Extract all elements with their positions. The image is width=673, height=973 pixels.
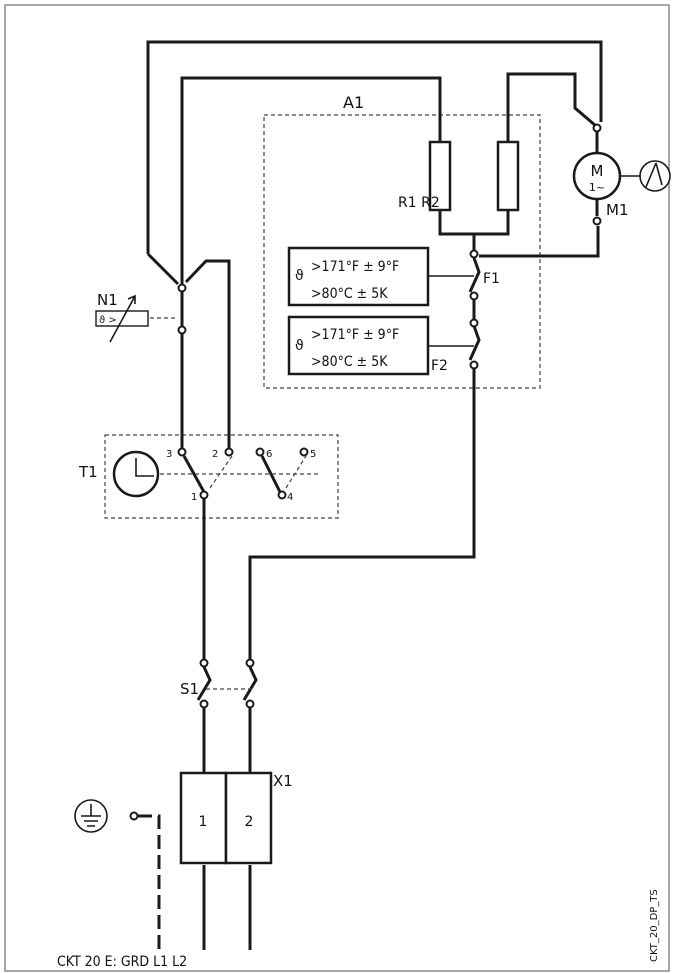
label-motor-phase: 1~ [589,181,605,194]
wire-top-outer [146,40,603,254]
terminals [129,123,602,821]
thermostat-f1-line2: >80°C ± 5K [311,286,388,302]
label-n1: N1 [97,291,118,309]
terminal-block-label-1: 1 [199,814,208,830]
supply-label: CKT 20 E: GRD L1 L2 [57,954,187,970]
timer-terminal-5: 5 [310,449,316,460]
thermostat-f2-box [287,315,430,376]
label-x1: X1 [273,772,293,790]
wire-n1-right-diagonal [184,259,231,448]
switch-f2 [468,325,481,361]
thermostat-f2-symbol: ϑ [295,338,304,354]
thermostat-f2-line1: >171°F ± 9°F [311,327,399,343]
thermostat-f1-symbol: ϑ [295,268,304,284]
wire-r-bottom [438,210,510,236]
resistor-r2 [496,140,520,212]
timer-terminal-2: 2 [212,449,218,460]
wire-f2-down [248,368,476,660]
enclosure-t1 [104,434,339,519]
fan-blade-icon [645,162,663,188]
timer-clock-hands [135,458,154,477]
switch-t1-a [182,455,206,493]
terminal-block-label-2: 2 [245,814,254,830]
n1-sensor-text: ϑ > [99,315,117,326]
enclosure-a1 [263,114,541,389]
timer-terminal-3: 3 [166,449,172,460]
thermostat-f1-line1: >171°F ± 9°F [311,259,399,275]
resistor-r1 [428,140,452,212]
label-t1: T1 [78,463,98,481]
wire-ground [138,814,161,950]
terminal-block-x1-1 [179,771,228,865]
timer-terminal-6: 6 [266,449,272,460]
label-m1: M1 [606,201,629,219]
wire-r2-top [506,72,597,142]
drawing-id: CKT_20_DP_TS [649,889,660,962]
wire-m1-return [479,226,600,258]
wire-n1-left-diagonal [146,252,180,286]
label-a1: A1 [343,93,364,112]
thermostat-f2-line2: >80°C ± 5K [311,354,388,370]
link-t1-diagonal-b [285,455,307,489]
label-motor-m: M [591,162,604,180]
switch-t1-b [260,455,282,493]
diagram-frame [4,4,670,972]
label-f1: F1 [483,271,500,287]
label-s1: S1 [180,680,199,698]
switch-f1 [468,257,481,293]
timer-terminal-4: 4 [287,492,293,503]
terminal-block-x1-2 [224,771,273,865]
ground-icon-lines [81,804,101,827]
link-t1-diagonal-a [209,455,233,489]
wire-top-inner [180,76,442,286]
label-r1r2: R1 R2 [398,195,440,211]
thermostat-f1-box [287,246,430,307]
label-f2: F2 [431,358,448,374]
timer-terminal-1: 1 [191,492,197,503]
switch-s1-b [242,666,258,701]
n1-adjust-arrow-icon [109,294,136,343]
switch-s1-a [196,666,212,701]
